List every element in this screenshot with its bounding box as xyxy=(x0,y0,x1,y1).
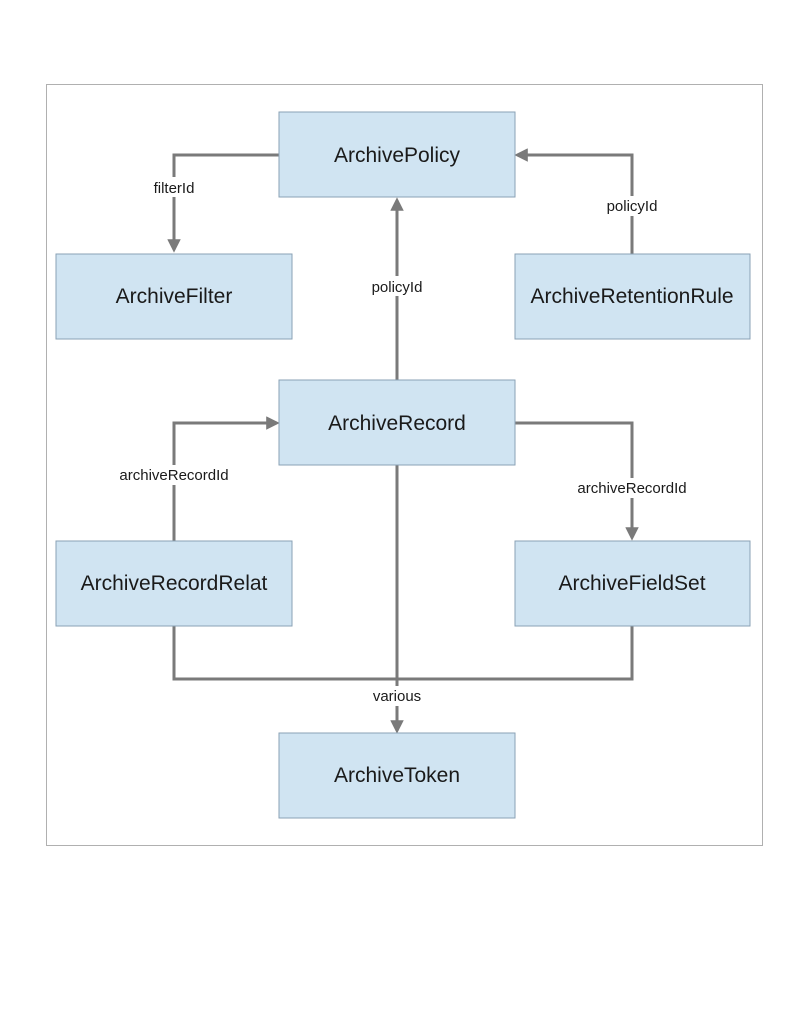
edge-label-various: various xyxy=(373,688,421,705)
node-box xyxy=(55,540,293,627)
edge-relat-to-record xyxy=(172,416,280,541)
edge-retention-to-policy xyxy=(514,148,634,254)
edges-layer xyxy=(167,148,639,734)
node-label: ArchivePolicy xyxy=(334,144,461,167)
node-box xyxy=(278,732,516,819)
node-archive-retention-rule[interactable]: ArchiveRetentionRule xyxy=(514,253,751,340)
edge-label-bg-relat xyxy=(104,465,244,485)
edge-labels-layer: filterId policyId policyId archiveRecord… xyxy=(104,177,702,706)
edge-label-fieldset-record-id: archiveRecordId xyxy=(577,480,686,497)
edge-label-bg-fieldset xyxy=(562,478,702,498)
node-label: ArchiveFieldSet xyxy=(558,572,705,595)
edge-label-bg-record-policy xyxy=(362,276,432,296)
node-archive-record-relat[interactable]: ArchiveRecordRelat xyxy=(55,540,293,627)
edge-label-bg-token xyxy=(364,686,430,706)
edge-label-record-policy-id: policyId xyxy=(372,279,423,296)
edge-label-bg-filter xyxy=(143,177,205,197)
node-box xyxy=(514,253,751,340)
node-box xyxy=(278,379,516,466)
node-archive-record[interactable]: ArchiveRecord xyxy=(278,379,516,466)
node-box xyxy=(55,253,293,340)
node-label: ArchiveRecordRelat xyxy=(81,572,268,595)
edge-bus-line xyxy=(172,625,634,681)
edge-record-to-fieldset xyxy=(515,421,639,541)
node-archive-policy[interactable]: ArchivePolicy xyxy=(278,111,516,198)
node-label: ArchiveRecord xyxy=(328,412,466,435)
node-label: ArchiveRetentionRule xyxy=(530,285,733,308)
edge-label-retention-policy-id: policyId xyxy=(607,198,658,215)
node-label: ArchiveToken xyxy=(334,764,460,787)
node-archive-token[interactable]: ArchiveToken xyxy=(278,732,516,819)
node-archive-field-set[interactable]: ArchiveFieldSet xyxy=(514,540,751,627)
node-archive-filter[interactable]: ArchiveFilter xyxy=(55,253,293,340)
edge-label-bg-retention xyxy=(597,196,667,216)
node-label: ArchiveFilter xyxy=(116,285,233,308)
edge-policy-to-filter xyxy=(167,153,279,253)
node-box xyxy=(514,540,751,627)
edge-label-relat-record-id: archiveRecordId xyxy=(119,467,228,484)
edge-label-filter-id: filterId xyxy=(154,180,195,197)
diagram-frame xyxy=(46,84,763,846)
node-box xyxy=(278,111,516,198)
nodes-layer: ArchivePolicy ArchiveFilter ArchiveReten… xyxy=(55,111,751,819)
